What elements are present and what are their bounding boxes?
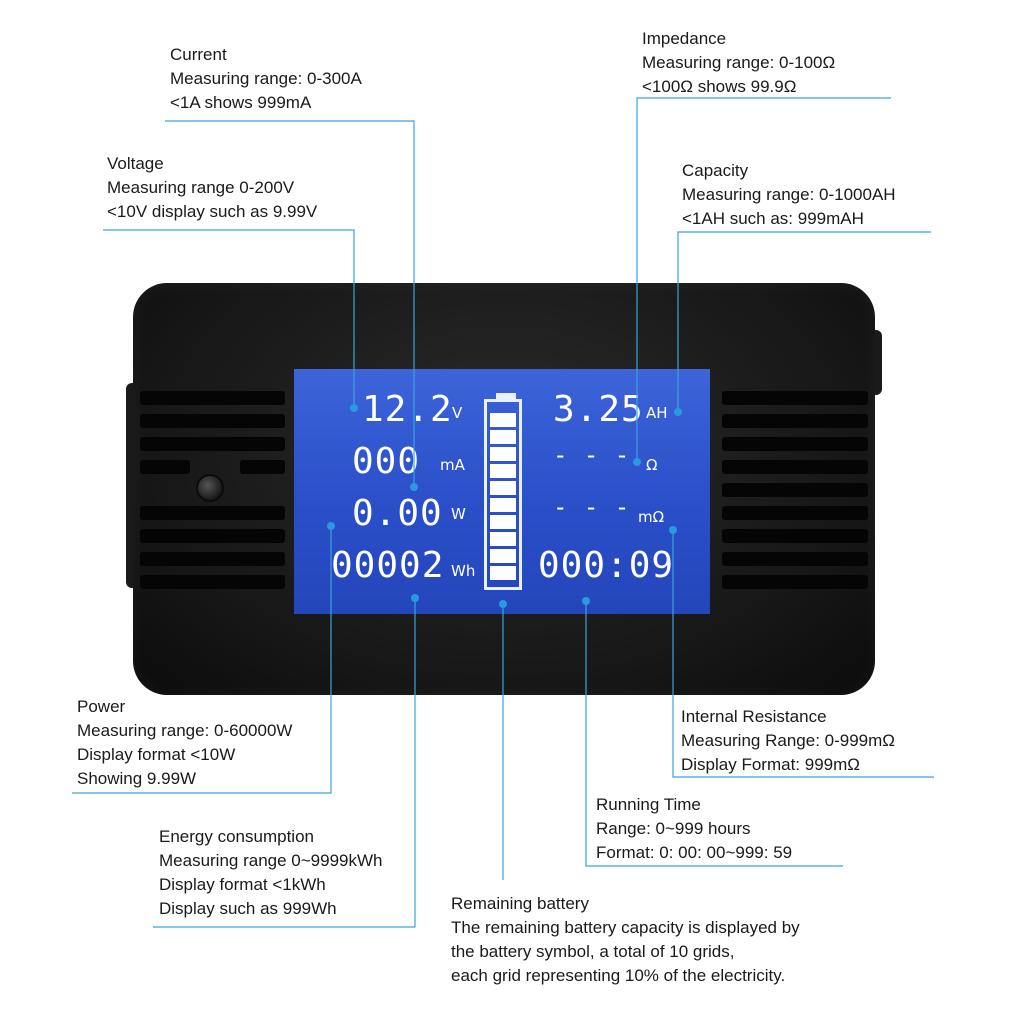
- energy-line-1: Measuring range 0~9999kWh: [159, 851, 383, 870]
- resistance-readout: - - -: [553, 493, 631, 521]
- voltage-line-1: Measuring range 0-200V: [107, 178, 295, 197]
- battery-grid-cell: [490, 464, 516, 478]
- impedance-unit: Ω: [646, 456, 658, 474]
- voltage-readout: 12.2: [362, 389, 453, 430]
- power-annotation: Power Measuring range: 0-60000W Display …: [77, 695, 292, 791]
- running-time-line-2: Format: 0: 00: 00~999: 59: [596, 843, 793, 862]
- resistance-unit: mΩ: [638, 508, 665, 526]
- voltage-line-2: <10V display such as 9.99V: [107, 202, 318, 221]
- internal-resistance-title: Internal Resistance: [681, 707, 827, 726]
- energy-unit: Wh: [451, 562, 476, 580]
- energy-title: Energy consumption: [159, 827, 314, 846]
- battery-tip: [496, 393, 516, 400]
- impedance-readout: - - -: [553, 441, 631, 469]
- capacity-annotation: Capacity Measuring range: 0-1000AH <1AH …: [682, 159, 896, 231]
- capacity-readout: 3.25: [553, 389, 644, 430]
- battery-line-2: the battery symbol, a total of 10 grids,: [451, 942, 735, 961]
- impedance-title: Impedance: [642, 29, 727, 48]
- capacity-title: Capacity: [682, 161, 749, 180]
- battery-grid-cell: [490, 430, 516, 444]
- battery-grid-cell: [490, 481, 516, 495]
- current-readout: 000: [352, 441, 421, 482]
- internal-resistance-annotation: Internal Resistance Measuring Range: 0-9…: [681, 705, 895, 777]
- battery-symbol: [484, 399, 522, 590]
- capacity-unit: AH: [646, 404, 668, 422]
- capacity-line-2: <1AH such as: 999mAH: [682, 209, 864, 228]
- power-title: Power: [77, 697, 126, 716]
- battery-grid-cell: [490, 566, 516, 580]
- energy-readout: 00002: [331, 545, 445, 586]
- impedance-annotation: Impedance Measuring range: 0-100Ω <100Ω …: [642, 27, 835, 99]
- current-line-2: <1A shows 999mA: [170, 93, 312, 112]
- battery-grid-cell: [490, 532, 516, 546]
- voltage-unit: V: [452, 404, 463, 422]
- current-line-1: Measuring range: 0-300A: [170, 69, 362, 88]
- power-unit: W: [451, 505, 466, 523]
- impedance-line-2: <100Ω shows 99.9Ω: [642, 77, 797, 96]
- running-time-line-1: Range: 0~999 hours: [596, 819, 751, 838]
- running-time-title: Running Time: [596, 795, 701, 814]
- current-annotation: Current Measuring range: 0-300A <1A show…: [170, 43, 362, 115]
- power-line-1: Measuring range: 0-60000W: [77, 721, 293, 740]
- battery-line-3: each grid representing 10% of the electr…: [451, 966, 786, 985]
- battery-title: Remaining battery: [451, 894, 589, 913]
- battery-grid-cell: [490, 447, 516, 461]
- running-time-annotation: Running Time Range: 0~999 hours Format: …: [596, 793, 792, 865]
- power-line-3: Showing 9.99W: [77, 769, 197, 788]
- impedance-line-1: Measuring range: 0-100Ω: [642, 53, 836, 72]
- energy-line-2: Display format <1kWh: [159, 875, 326, 894]
- internal-resistance-line-2: Display Format: 999mΩ: [681, 755, 860, 774]
- battery-grid-cell: [490, 515, 516, 529]
- current-title: Current: [170, 45, 227, 64]
- voltage-title: Voltage: [107, 154, 164, 173]
- power-line-2: Display format <10W: [77, 745, 236, 764]
- internal-resistance-line-1: Measuring Range: 0-999mΩ: [681, 731, 895, 750]
- battery-grid-cell: [490, 413, 516, 427]
- battery-grid-cell: [490, 549, 516, 563]
- energy-annotation: Energy consumption Measuring range 0~999…: [159, 825, 383, 921]
- voltage-annotation: Voltage Measuring range 0-200V <10V disp…: [107, 152, 317, 224]
- current-unit: mA: [440, 456, 465, 474]
- battery-grid-cell: [490, 498, 516, 512]
- energy-line-3: Display such as 999Wh: [159, 899, 337, 918]
- battery-line-1: The remaining battery capacity is displa…: [451, 918, 800, 937]
- mode-button[interactable]: [196, 474, 224, 502]
- running-time-readout: 000:09: [538, 545, 675, 586]
- capacity-line-1: Measuring range: 0-1000AH: [682, 185, 896, 204]
- battery-annotation: Remaining battery The remaining battery …: [451, 892, 800, 988]
- power-readout: 0.00: [352, 493, 443, 534]
